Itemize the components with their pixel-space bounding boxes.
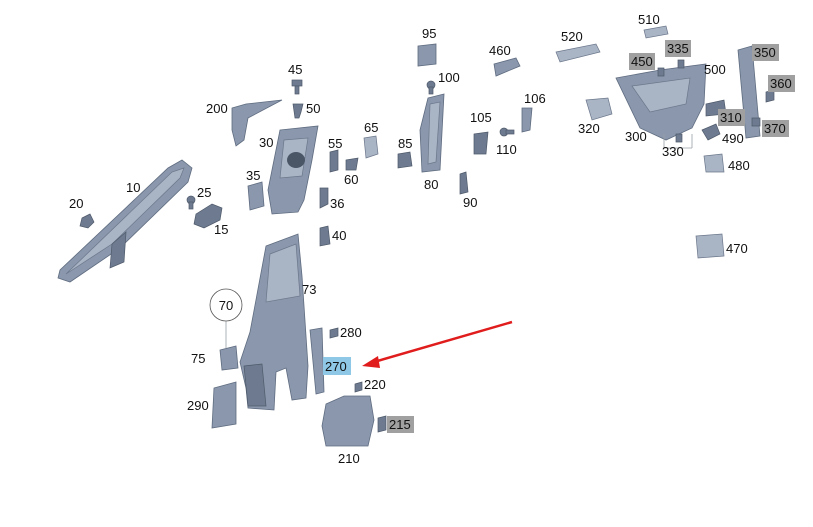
part-215-clip[interactable] [377, 415, 387, 433]
part-220-clip[interactable] [354, 381, 363, 393]
part-210-cover[interactable] [321, 395, 375, 447]
part-290-sill-trim[interactable] [211, 381, 237, 429]
label-80[interactable]: 80 [424, 177, 438, 192]
label-100[interactable]: 100 [438, 70, 460, 85]
part-270-trim-panel[interactable] [309, 327, 325, 395]
part-460-handle[interactable] [493, 57, 521, 77]
label-50[interactable]: 50 [306, 101, 320, 116]
part-106-clip[interactable] [521, 107, 533, 133]
label-25[interactable]: 25 [197, 185, 211, 200]
label-36[interactable]: 36 [330, 196, 344, 211]
label-310[interactable]: 310 [720, 110, 742, 125]
part-15-cap[interactable] [193, 203, 223, 229]
part-73-b-pillar-lower-trim[interactable] [239, 233, 309, 411]
label-520[interactable]: 520 [561, 29, 583, 44]
label-45[interactable]: 45 [288, 62, 302, 77]
part-330-clip[interactable] [675, 133, 683, 143]
part-300-trim-panel[interactable] [615, 63, 707, 141]
part-450-clip[interactable] [657, 67, 665, 77]
part-510-cover[interactable] [643, 25, 669, 39]
label-95[interactable]: 95 [422, 26, 436, 41]
part-10-a-pillar-trim[interactable] [57, 159, 193, 283]
label-90[interactable]: 90 [463, 195, 477, 210]
part-60-clip[interactable] [345, 157, 359, 171]
label-460[interactable]: 460 [489, 43, 511, 58]
callout-circle-70[interactable]: 70 [209, 288, 243, 322]
label-480[interactable]: 480 [728, 158, 750, 173]
label-65[interactable]: 65 [364, 120, 378, 135]
label-55[interactable]: 55 [328, 136, 342, 151]
label-20[interactable]: 20 [69, 196, 83, 211]
label-85[interactable]: 85 [398, 136, 412, 151]
label-105[interactable]: 105 [470, 110, 492, 125]
label-450[interactable]: 450 [631, 54, 653, 69]
part-320-cover[interactable] [585, 97, 613, 121]
part-280-clip[interactable] [329, 327, 339, 339]
label-510[interactable]: 510 [638, 12, 660, 27]
highlight-arrow [362, 320, 513, 368]
label-280[interactable]: 280 [340, 325, 362, 340]
label-220[interactable]: 220 [364, 377, 386, 392]
label-73[interactable]: 73 [302, 282, 316, 297]
part-470-cover[interactable] [695, 233, 725, 259]
part-100-screw[interactable] [426, 80, 436, 95]
part-20-clip[interactable] [79, 213, 95, 229]
part-25-screw[interactable] [186, 195, 196, 210]
label-270[interactable]: 270 [325, 359, 347, 374]
part-75-bracket[interactable] [219, 345, 239, 371]
part-labels: 10 15 20 25 30 35 36 40 45 50 55 60 65 7… [69, 12, 792, 466]
part-110-bolt[interactable] [499, 127, 515, 137]
label-360[interactable]: 360 [770, 76, 792, 91]
label-215[interactable]: 215 [389, 417, 411, 432]
label-320[interactable]: 320 [578, 121, 600, 136]
part-335-clip[interactable] [677, 59, 685, 69]
label-10[interactable]: 10 [126, 180, 140, 195]
part-85-clip[interactable] [397, 151, 413, 169]
label-490[interactable]: 490 [722, 131, 744, 146]
label-370[interactable]: 370 [764, 121, 786, 136]
part-480-cover[interactable] [703, 153, 725, 173]
label-335[interactable]: 335 [667, 41, 689, 56]
part-370-clip[interactable] [751, 117, 761, 127]
label-70: 70 [219, 298, 233, 313]
label-110[interactable]: 110 [496, 142, 517, 157]
label-75[interactable]: 75 [191, 351, 205, 366]
label-106[interactable]: 106 [524, 91, 546, 106]
part-35-cover[interactable] [247, 181, 265, 211]
part-490-cap[interactable] [701, 123, 721, 141]
part-45-bolt[interactable] [291, 79, 303, 95]
label-40[interactable]: 40 [332, 228, 346, 243]
label-200[interactable]: 200 [206, 101, 228, 116]
part-30-b-pillar-upper-trim[interactable] [267, 125, 319, 215]
label-35[interactable]: 35 [246, 168, 260, 183]
label-500[interactable]: 500 [704, 62, 726, 77]
part-65-cover[interactable] [363, 135, 379, 159]
label-290[interactable]: 290 [187, 398, 209, 413]
part-350-bracket[interactable] [737, 45, 761, 139]
label-470[interactable]: 470 [726, 241, 748, 256]
label-330[interactable]: 330 [662, 144, 684, 159]
label-210[interactable]: 210 [338, 451, 360, 466]
label-30[interactable]: 30 [259, 135, 273, 150]
label-15[interactable]: 15 [214, 222, 228, 237]
part-520-handle[interactable] [555, 43, 601, 63]
label-60[interactable]: 60 [344, 172, 358, 187]
part-36-clip[interactable] [319, 187, 329, 209]
leader-lines [225, 134, 693, 348]
part-50-clip[interactable] [292, 103, 304, 119]
part-55-clip[interactable] [329, 149, 339, 173]
part-80-c-pillar-trim[interactable] [419, 93, 445, 173]
part-105-bracket[interactable] [473, 131, 489, 155]
label-300[interactable]: 300 [625, 129, 647, 144]
part-40-clip[interactable] [319, 225, 331, 247]
part-200-bracket-trim[interactable] [231, 99, 283, 147]
part-90-clip[interactable] [459, 171, 469, 195]
label-350[interactable]: 350 [754, 45, 776, 60]
greyed-label-backgrounds [323, 40, 795, 433]
part-95-bracket[interactable] [417, 43, 437, 67]
